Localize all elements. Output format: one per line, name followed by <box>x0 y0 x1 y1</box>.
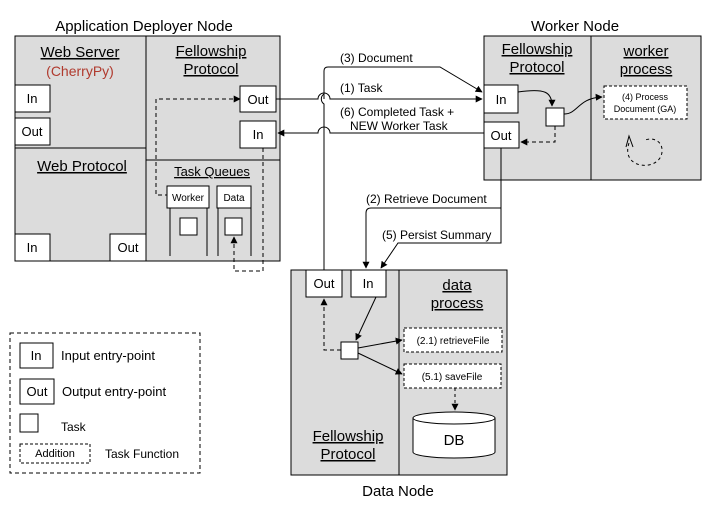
queue-data-box <box>216 185 252 209</box>
save-file-function <box>403 363 502 389</box>
app-fellowship-line1: Fellowship <box>176 43 247 60</box>
legend-out-box <box>19 378 55 405</box>
process-document-line1: (4) Process <box>622 92 669 102</box>
cherrypy-label: (CherryPy) <box>46 63 114 79</box>
data-process-line1: data <box>442 277 472 294</box>
worker-node-title: Worker Node <box>531 18 619 35</box>
document-label: (3) Document <box>340 51 413 65</box>
worker-in-box <box>483 84 519 114</box>
legend-in-label: Input entry-point <box>61 348 155 363</box>
legend-addition-box <box>19 443 91 464</box>
data-task-to-out-connector <box>320 298 341 351</box>
queue-data-label: Data <box>223 193 245 204</box>
worker-task-square <box>545 107 565 127</box>
worker-out-label: Out <box>491 128 512 143</box>
web-protocol-in-box <box>14 233 51 262</box>
retrieve-file-function <box>403 327 503 353</box>
legend-task-square <box>19 413 39 433</box>
legend-in-box-label: In <box>31 348 42 363</box>
web-protocol-in-label: In <box>27 240 38 255</box>
web-server-out-box <box>14 117 51 146</box>
worker-process-loop <box>627 138 663 166</box>
app-fellowship-out-box <box>239 85 277 113</box>
data-in-to-task-arrow <box>355 296 377 341</box>
web-protocol-out-label: Out <box>118 240 139 255</box>
data-out-label: Out <box>314 276 335 291</box>
worker-in-to-task-arrow <box>517 90 556 107</box>
legend-in-box <box>19 342 54 369</box>
web-server-out-label: Out <box>22 124 43 139</box>
data-fellowship-line1: Fellowship <box>313 428 384 445</box>
retrieve-file-label: (2.1) retrieveFile <box>417 336 490 347</box>
data-out-box <box>305 269 343 298</box>
worker-task-to-out-connector <box>520 126 556 146</box>
queue-worker-channel <box>169 208 208 256</box>
persist-summary-label: (5) Persist Summary <box>382 228 491 242</box>
app-fellowship-out-label: Out <box>248 92 269 107</box>
worker-fellowship-line1: Fellowship <box>502 41 573 58</box>
app-fellowship-line2: Protocol <box>183 61 238 78</box>
worker-in-label: In <box>496 92 507 107</box>
in-to-data-queue-connector <box>230 148 264 272</box>
process-document-function <box>603 85 688 120</box>
worker-task-to-process-arrow <box>563 93 603 115</box>
db-label: DB <box>444 432 465 449</box>
queue-data-channel <box>217 208 252 256</box>
queue-worker-task <box>179 217 198 236</box>
web-server-in-box <box>14 84 51 113</box>
legend-addition-label: Addition <box>35 448 75 460</box>
data-fellowship-line2: Protocol <box>320 446 375 463</box>
db-cylinder-top <box>412 411 496 425</box>
worker-fellowship-line2: Protocol <box>509 59 564 76</box>
legend-task-function-label: Task Function <box>105 447 179 461</box>
data-in-label: In <box>363 276 374 291</box>
data-node-title: Data Node <box>362 483 434 500</box>
db-cylinder <box>412 418 496 459</box>
worker-process-loop-head <box>625 134 634 148</box>
legend-out-box-label: Out <box>27 384 48 399</box>
data-process-line2: process <box>431 295 484 312</box>
app-fellowship-in-box <box>239 120 277 149</box>
document-arrow <box>323 66 483 99</box>
persist-summary-arrow <box>380 208 502 269</box>
app-node-title: Application Deployer Node <box>55 18 233 35</box>
web-protocol-out-box <box>109 233 147 262</box>
data-out-to-app-line <box>320 93 325 270</box>
task-label: (1) Task <box>340 81 383 95</box>
app-fellowship-in-label: In <box>253 127 264 142</box>
worker-process-line1: worker <box>622 43 668 60</box>
completed-task-line1: (6) Completed Task + <box>340 105 454 119</box>
data-task-to-retrieve-arrow <box>357 337 403 349</box>
queue-worker-label: Worker <box>172 193 205 204</box>
web-protocol-label: Web Protocol <box>37 158 127 175</box>
task-arrow <box>276 92 483 103</box>
save-file-label: (5.1) saveFile <box>422 372 483 383</box>
legend-task-label: Task <box>61 420 87 434</box>
completed-task-line2: NEW Worker Task <box>350 119 449 133</box>
task-queues-label: Task Queues <box>174 164 250 179</box>
out-to-worker-queue-connector <box>155 95 241 196</box>
process-document-line2: Document (GA) <box>614 104 677 114</box>
data-task-to-save-arrow <box>357 352 403 375</box>
web-server-label: Web Server <box>41 44 120 61</box>
web-server-in-label: In <box>27 91 38 106</box>
data-task-square <box>340 341 359 360</box>
data-in-box <box>350 269 387 298</box>
worker-process-line2: process <box>620 61 673 78</box>
retrieve-document-arrow <box>362 148 502 269</box>
legend-out-label: Output entry-point <box>62 384 166 399</box>
queue-data-task <box>224 217 243 236</box>
queue-worker-box <box>166 185 210 209</box>
retrieve-document-label: (2) Retrieve Document <box>366 192 487 206</box>
